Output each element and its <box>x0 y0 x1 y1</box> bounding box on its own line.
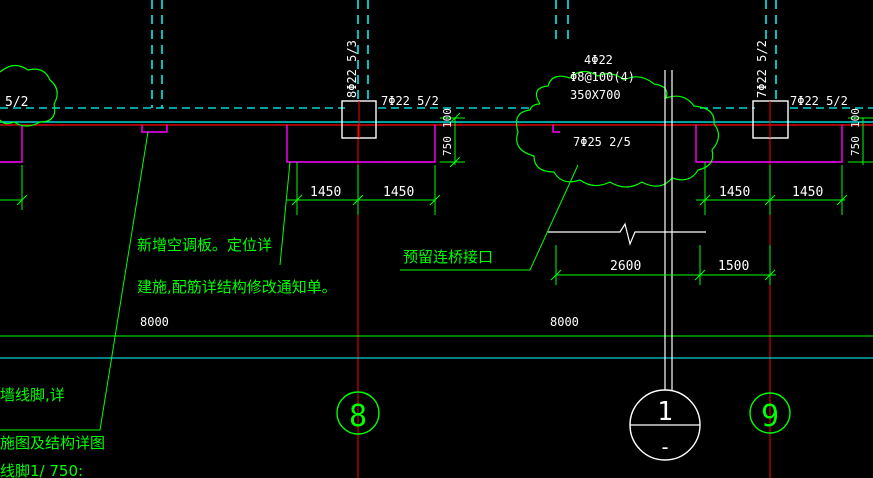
beam-annotations: 5/2 8Φ22 5/3 7Φ22 5/2 7Φ22 5/2 7Φ22 5/2 … <box>5 40 848 149</box>
label-beam-stirrup: Φ8@100(4) <box>570 70 635 84</box>
revision-cloud-beam[interactable] <box>515 70 720 188</box>
note-ac-panel-2: 建施,配筋详结构修改通知单。 <box>137 278 337 296</box>
note-ac-panel-1: 新增空调板。定位详 <box>137 236 272 254</box>
note-left-cut-2: 施图及结构详图 <box>0 434 105 452</box>
dim-vertical-right-100: 100 <box>849 108 862 128</box>
section-sheet: - <box>659 435 671 459</box>
dim-slab-right-1: 1450 <box>719 185 750 200</box>
break-line <box>548 222 706 246</box>
axis-label-8: 8 <box>349 399 367 434</box>
note-bridge-interface: 预留连桥接口 <box>403 248 493 266</box>
axis-lines <box>0 121 873 478</box>
leader-lines <box>0 131 579 431</box>
label-beam-bottom: 7Φ25 2/5 <box>573 135 631 149</box>
dimension-texts: 1450 1450 1450 1450 750 100 750 100 2600… <box>140 108 862 329</box>
dim-vertical-left-100: 100 <box>441 108 454 128</box>
chinese-notes: 新增空调板。定位详 建施,配筋详结构修改通知单。 预留连桥接口 墙线脚,详 施图… <box>0 236 493 478</box>
dim-span-left: 8000 <box>140 315 169 329</box>
note-left-cut-1: 墙线脚,详 <box>0 386 65 404</box>
dim-bridge-1500: 1500 <box>718 259 749 274</box>
dim-bridge-2600: 2600 <box>610 259 641 274</box>
label-beam-top: 4Φ22 <box>584 53 613 67</box>
label-col-right-horizontal: 7Φ22 5/2 <box>790 94 848 108</box>
label-left-partial: 5/2 <box>5 95 28 110</box>
dim-vertical-left-750: 750 <box>441 136 454 156</box>
dim-slab-right-2: 1450 <box>792 185 823 200</box>
dim-slab-left-1: 1450 <box>310 185 341 200</box>
column-right[interactable] <box>752 100 789 139</box>
dim-slab-left-2: 1450 <box>383 185 414 200</box>
label-beam-section: 350X700 <box>570 88 621 102</box>
axis-bubble-9[interactable]: 9 <box>749 392 791 434</box>
section-cut-lines <box>664 70 673 392</box>
section-number: 1 <box>657 397 673 427</box>
dashed-column-lines <box>151 0 777 108</box>
column-left[interactable] <box>341 100 377 139</box>
revision-cloud-left[interactable] <box>0 64 58 127</box>
axis-bubble-8[interactable]: 8 <box>336 391 380 435</box>
axis-label-9: 9 <box>761 399 779 434</box>
dim-span-right: 8000 <box>550 315 579 329</box>
label-col-left-horizontal: 7Φ22 5/2 <box>381 94 439 108</box>
label-col-left-vertical: 8Φ22 5/3 <box>345 40 359 98</box>
dimension-lines <box>0 112 873 285</box>
note-left-cut-3: 线脚1/ 750: <box>0 462 83 478</box>
dim-vertical-right-750: 750 <box>849 136 862 156</box>
label-col-right-vertical: 7Φ22 5/2 <box>755 40 769 98</box>
section-bubble[interactable]: 1 - <box>629 389 701 461</box>
slab-outlines <box>0 125 843 163</box>
